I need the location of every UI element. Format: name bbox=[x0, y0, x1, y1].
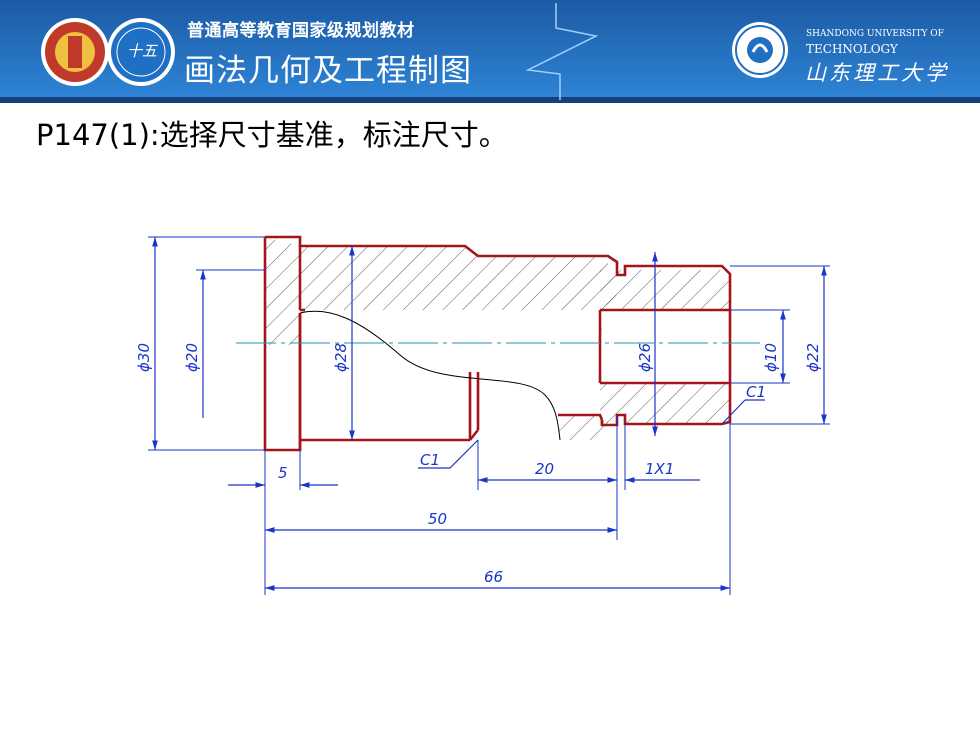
label-len5: 5 bbox=[278, 464, 288, 482]
textbook-series-label: 普通高等教育国家级规划教材 bbox=[187, 21, 415, 41]
chamfer-leader-left bbox=[418, 439, 479, 469]
dimension-lines bbox=[152, 237, 827, 591]
label-d30: ϕ30 bbox=[135, 343, 153, 372]
intersection-curve bbox=[299, 310, 561, 441]
section-hatching bbox=[265, 237, 730, 440]
badge-text: 十五 bbox=[127, 42, 158, 60]
university-name-en-line2: TECHNOLOGY bbox=[806, 42, 898, 56]
label-chamfer-left: C1 bbox=[420, 451, 440, 469]
label-d10: ϕ10 bbox=[762, 343, 780, 372]
course-title: 画法几何及工程制图 bbox=[184, 53, 472, 89]
label-d22: ϕ22 bbox=[804, 343, 822, 372]
tenth-five-year-badge-icon bbox=[107, 18, 175, 86]
page-title: P147(1):选择尺寸基准，标注尺寸。 bbox=[36, 118, 508, 152]
label-groove: 1X1 bbox=[645, 460, 674, 478]
label-len50: 50 bbox=[428, 510, 447, 528]
university-name-en-line1: SHANDONG UNIVERSITY OF bbox=[806, 29, 944, 39]
university-logo-icon bbox=[732, 22, 788, 78]
lightning-decoration bbox=[525, 3, 599, 100]
part-outline bbox=[263, 235, 732, 452]
label-d28: ϕ28 bbox=[332, 343, 350, 372]
school-seal-icon bbox=[41, 18, 109, 86]
extension-lines bbox=[148, 236, 830, 595]
header-banner bbox=[0, 0, 980, 103]
label-d26: ϕ26 bbox=[636, 343, 654, 372]
label-chamfer-right: C1 bbox=[746, 383, 766, 401]
label-d20: ϕ20 bbox=[183, 343, 201, 372]
bore-edges bbox=[298, 245, 305, 312]
university-name-cn: 山东理工大学 bbox=[805, 61, 949, 85]
label-len66: 66 bbox=[484, 568, 503, 586]
label-len20: 20 bbox=[535, 460, 554, 478]
